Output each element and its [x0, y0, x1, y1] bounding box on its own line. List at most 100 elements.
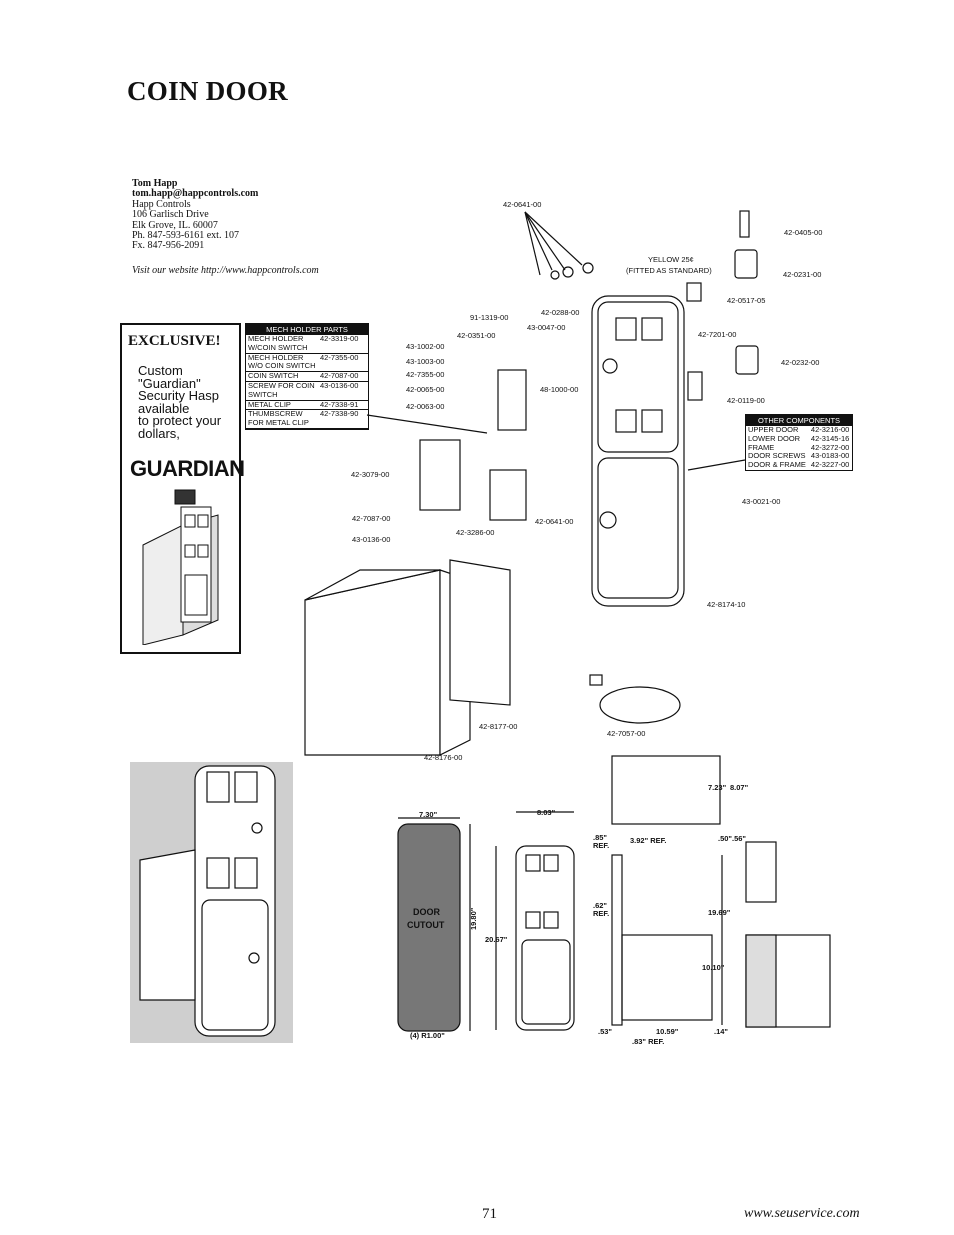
callout: 42-0231-00	[783, 270, 821, 279]
callout: 42-7087-00	[352, 514, 390, 523]
part-number: 43-0183-00	[810, 451, 850, 461]
callout: 42-0641-00	[503, 200, 541, 209]
dimension: 3.92" REF.	[630, 836, 667, 845]
dimension: 7.30"	[419, 810, 438, 819]
door-cutout-label: CUTOUT	[407, 920, 445, 930]
part-number: 42-3319-00	[318, 334, 368, 354]
table-row: DOOR & FRAME 42-3227-00	[746, 460, 852, 470]
ad-line: Custom	[138, 363, 183, 378]
table-row: UPPER DOOR 42-3216-00	[746, 425, 852, 435]
callout: 91-1319-00	[470, 313, 508, 322]
part-number: 42-7355-00	[318, 353, 368, 373]
contact-line: tom.happ@happcontrols.com	[132, 188, 259, 200]
page-number: 71	[482, 1206, 497, 1222]
dimension: .56"	[732, 834, 746, 843]
ad-line: dollars,	[138, 425, 180, 441]
contact-line: Tom Happ	[132, 178, 178, 189]
ad-line: to protect your	[138, 413, 222, 428]
part-number: 43-0136-00	[318, 381, 368, 401]
mech-holder-parts-table: MECH HOLDER PARTS MECH HOLDER W/COIN SWI…	[245, 323, 369, 430]
part-name: DOOR & FRAME	[748, 460, 806, 470]
part-number: 42-7338-91	[318, 400, 368, 411]
part-name: MECH HOLDER W/O COIN SWITCH	[246, 353, 318, 373]
part-number: 42-3272-00	[810, 442, 850, 452]
dimension: 19.69"	[708, 908, 731, 917]
callout: 43-1002-00	[406, 342, 444, 351]
door-cutout-label: DOOR	[413, 907, 441, 917]
dimension: REF.	[593, 909, 609, 918]
part-number: 42-7087-00	[318, 371, 368, 382]
callout: 42-3286-00	[456, 528, 494, 537]
part-name: COIN SWITCH	[246, 371, 318, 382]
callout: 42-0405-00	[784, 228, 822, 237]
coin-door-frame	[591, 295, 685, 607]
dimension: 10.59"	[656, 1027, 679, 1036]
dimension: 8.03"	[537, 808, 556, 817]
callout: 43-0136-00	[352, 535, 390, 544]
callout: 42-3079-00	[351, 470, 389, 479]
table-row: DOOR SCREWS 43-0183-00	[746, 452, 852, 461]
dimension: .14"	[714, 1027, 728, 1036]
part-name: UPPER DOOR	[748, 425, 799, 434]
dimension-labels: 7.30" 8.03" DOOR CUTOUT 19.80" 20.67" (4…	[407, 783, 749, 1046]
guardian-hasp-illustration	[142, 489, 219, 645]
part-number: 42-3227-00	[810, 460, 850, 470]
dimension: .62"	[593, 901, 607, 910]
table-header: MECH HOLDER PARTS	[246, 324, 368, 335]
callout: 42-7201-00	[698, 330, 736, 339]
part-number: 42-3216-00	[810, 425, 850, 434]
part-name: LOWER DOOR	[748, 433, 801, 443]
part-name: FRAME	[748, 442, 775, 452]
contact-line: Elk Grove, IL. 60007	[132, 219, 218, 231]
callout: 43-0021-00	[742, 497, 780, 506]
dimension: .50"	[718, 834, 732, 843]
callout: 42-8176-00	[424, 753, 462, 762]
contact-line: Happ Controls	[132, 198, 191, 210]
ad-line: "Guardian"	[138, 375, 201, 391]
callout: (FITTED AS STANDARD)	[626, 266, 712, 275]
contact-line: Fx. 847-956-2091	[132, 240, 205, 252]
contact-block: Tom Happ tom.happ@happcontrols.com Happ …	[132, 178, 319, 276]
callout: 42-0641-00	[535, 517, 573, 526]
callout: 42-0119-00	[727, 396, 765, 405]
page-title: COIN DOOR	[127, 76, 288, 106]
part-callouts: 42-0641-00 42-0405-00 42-0231-00 YELLOW …	[351, 200, 822, 762]
callout: 42-7355-00	[406, 370, 444, 379]
part-name: MECH HOLDER W/COIN SWITCH	[246, 334, 318, 354]
dimension: REF.	[593, 841, 609, 850]
dimension: 19.80"	[469, 907, 478, 930]
table-row: FRAME 42-3272-00	[746, 442, 852, 453]
guardian-ad: EXCLUSIVE! Custom "Guardian" Security Ha…	[120, 323, 245, 654]
callout: 42-0351-00	[457, 331, 495, 340]
table-header: OTHER COMPONENTS	[746, 415, 852, 426]
dimension: 20.67"	[485, 935, 508, 944]
ad-exclusive: EXCLUSIVE!	[128, 333, 221, 349]
upper-door	[597, 301, 679, 453]
ad-text: Custom "Guardian" Security Hasp availabl…	[138, 363, 222, 441]
callout: 43-0047-00	[527, 323, 565, 332]
callout: YELLOW 25¢	[648, 255, 694, 264]
lower-door	[597, 457, 679, 599]
callout: 42-0063-00	[406, 402, 444, 411]
contact-line: 106 Garlisch Drive	[132, 209, 209, 221]
ad-line: Security Hasp	[138, 388, 219, 403]
callout: 42-7057-00	[607, 729, 645, 738]
part-name: SCREW FOR COIN SWITCH	[246, 381, 318, 401]
dimension: .53"	[598, 1027, 612, 1036]
dimension: .85"	[593, 833, 607, 842]
part-number: 42-7338-90	[318, 410, 368, 429]
footer-website: www.seuservice.com	[744, 1206, 860, 1221]
part-name: DOOR SCREWS	[748, 451, 806, 461]
website-note: Visit our website http://www.happcontrol…	[132, 264, 319, 276]
ad-line: available	[138, 400, 190, 416]
dimension: .83" REF.	[632, 1037, 664, 1046]
callout: 42-8177-00	[479, 722, 517, 731]
dimension: 7.23"	[708, 783, 727, 792]
callout: 42-0288-00	[541, 308, 579, 317]
callout: 42-8174-10	[707, 600, 745, 609]
